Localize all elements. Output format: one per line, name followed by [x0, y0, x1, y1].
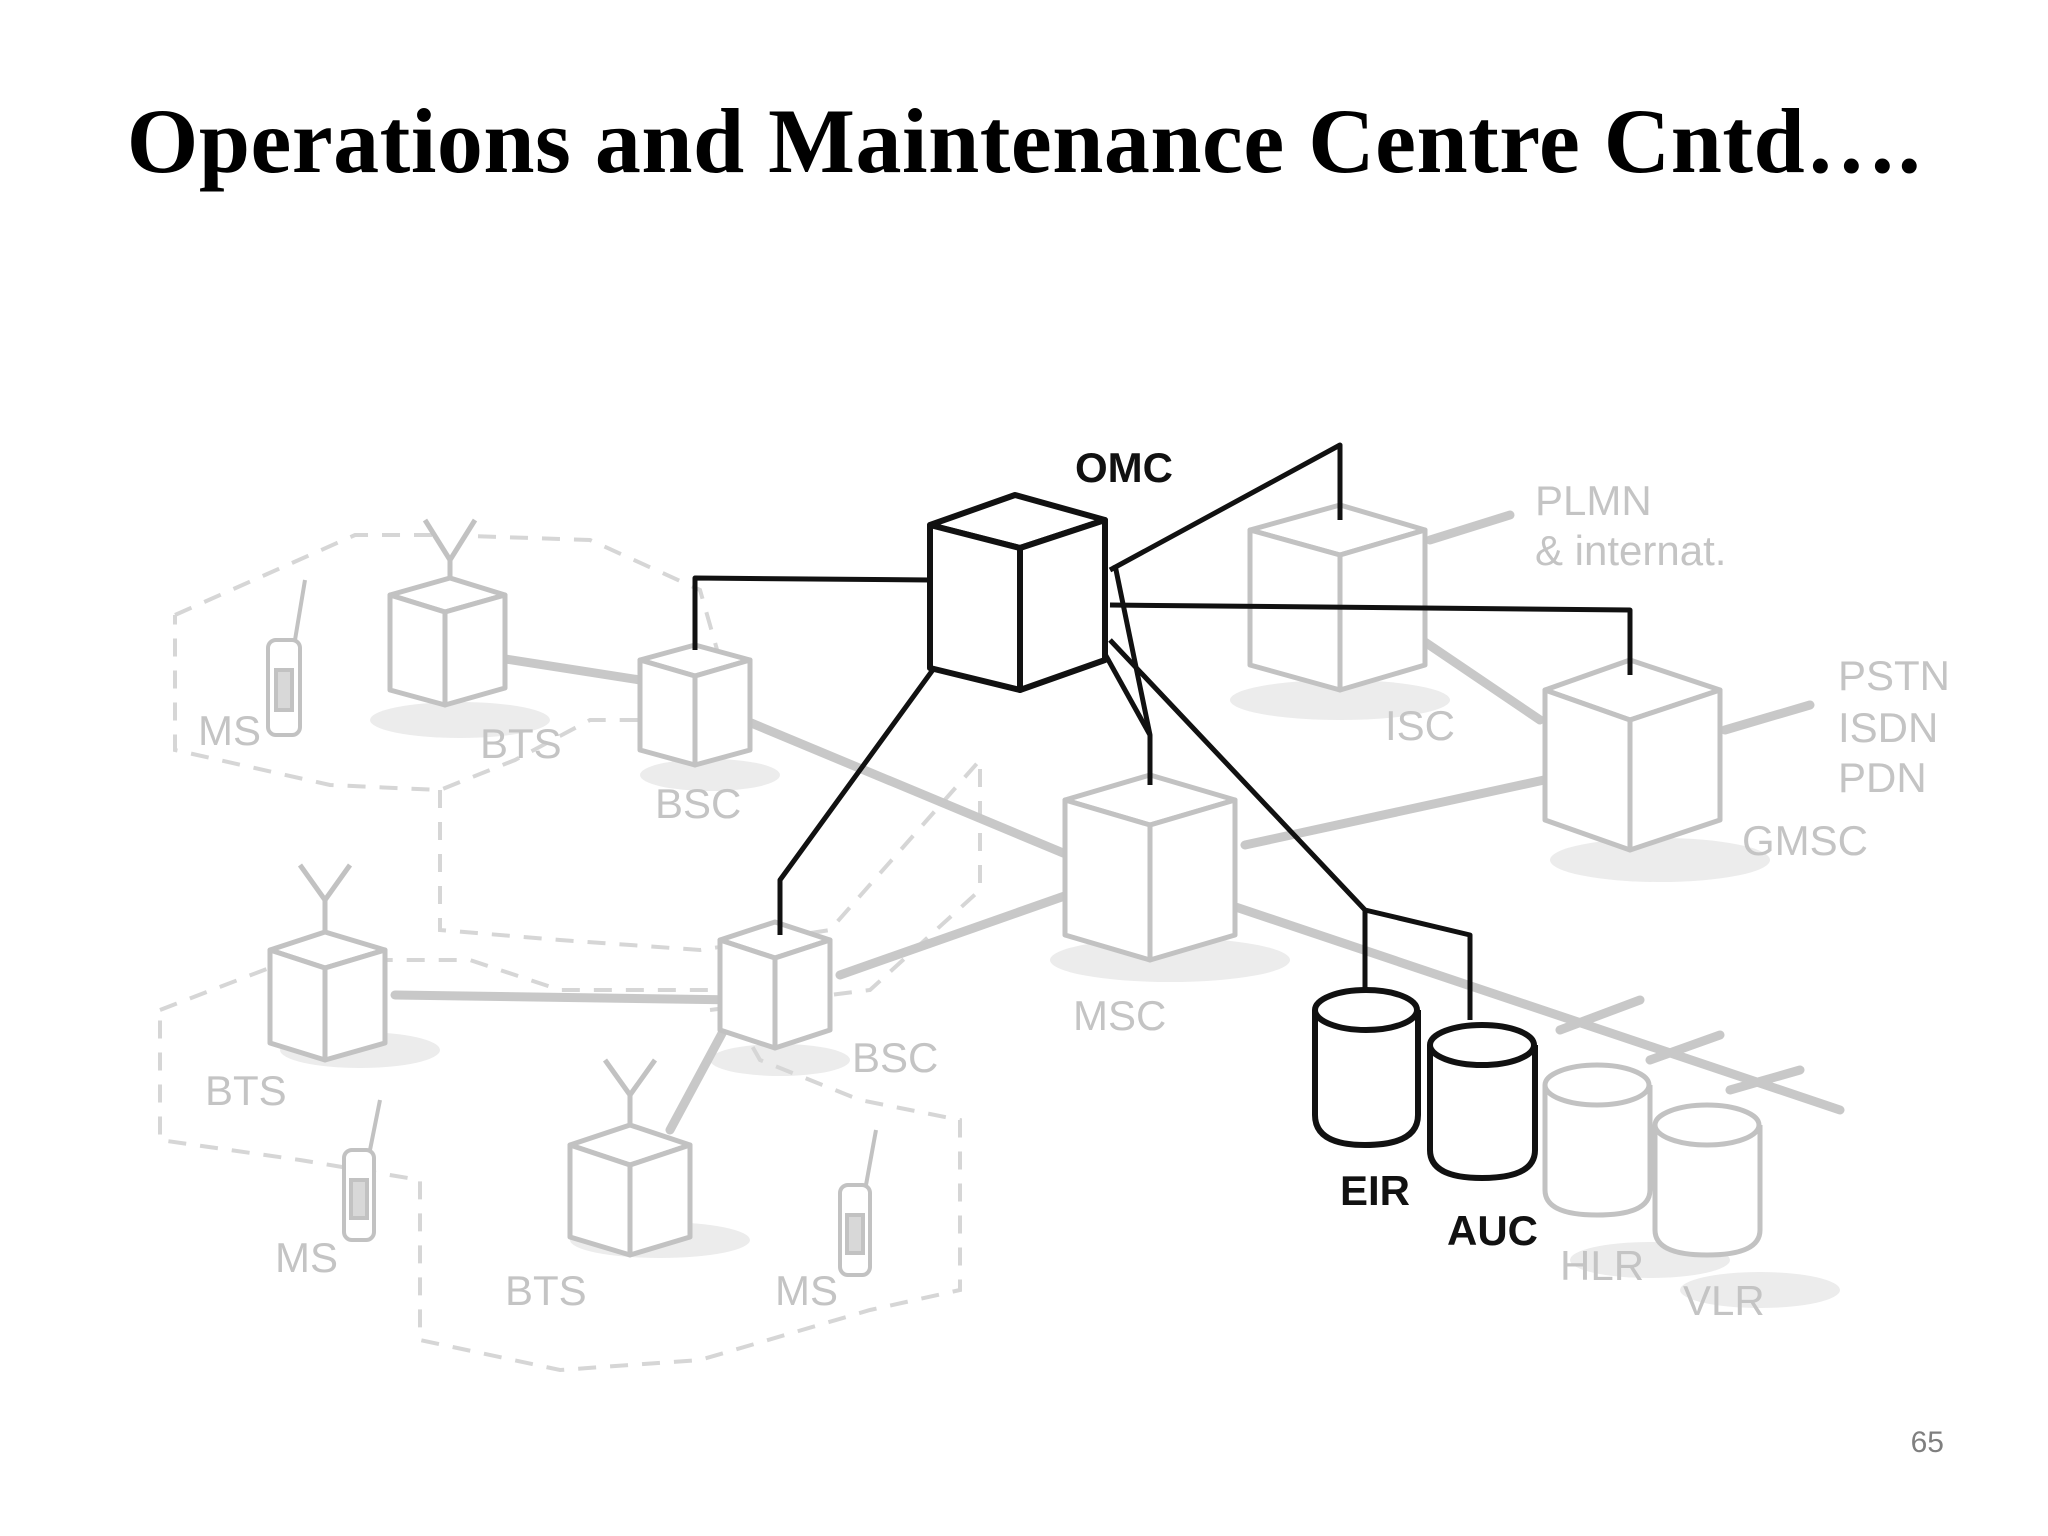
isc-label: ISC: [1385, 702, 1455, 749]
bsc-upper-cube: [637, 642, 753, 768]
hlr-label: HLR: [1560, 1242, 1644, 1289]
omc-label: OMC: [1075, 444, 1173, 491]
bts-left-label: BTS: [205, 1067, 287, 1114]
isdn-label: ISDN: [1838, 704, 1938, 751]
pdn-label: PDN: [1838, 754, 1927, 801]
eir-database: [1312, 987, 1421, 1149]
bts-upper-cube: [387, 518, 508, 708]
bts-lower-cube: [567, 1058, 693, 1258]
mobile-stations: [266, 579, 878, 1277]
pstn-label: PSTN: [1838, 652, 1950, 699]
auc-label: AUC: [1447, 1207, 1538, 1254]
faded-databases: [1542, 1062, 1763, 1258]
bts-left-cube: [267, 863, 388, 1063]
vlr-label: VLR: [1683, 1277, 1765, 1324]
bsc-upper-label: BSC: [655, 780, 741, 827]
isc-cube: [1247, 502, 1428, 693]
bts-lower-label: BTS: [505, 1267, 587, 1314]
hlr-database: [1542, 1062, 1653, 1218]
diagram-labels: OMC PLMN & internat. PSTN ISDN PDN ISC G…: [198, 444, 1950, 1324]
highlight-databases: [1312, 987, 1538, 1182]
page-number: 65: [1910, 1426, 1944, 1459]
ms-lower-right-phone: [838, 1129, 878, 1277]
gmsc-cube: [1542, 657, 1723, 853]
gmsc-label: GMSC: [1742, 817, 1868, 864]
ms-upper-label: MS: [198, 707, 261, 754]
ms-lower-right-label: MS: [775, 1267, 838, 1314]
msc-label: MSC: [1073, 992, 1166, 1039]
plmn-internat-label: & internat.: [1535, 527, 1726, 574]
bsc-lower-cube: [717, 919, 833, 1051]
eir-label: EIR: [1340, 1167, 1410, 1214]
plmn-label: PLMN: [1535, 477, 1652, 524]
ms-lower-left-phone: [342, 1099, 382, 1242]
vlr-database: [1652, 1102, 1763, 1258]
slide-title: Operations and Maintenance Centre Cntd….: [126, 90, 1922, 192]
auc-database: [1427, 1022, 1538, 1182]
bts-upper-label: BTS: [480, 720, 562, 767]
bsc-lower-label: BSC: [852, 1034, 938, 1081]
ms-upper-phone: [266, 579, 307, 737]
omc-cube: [927, 492, 1108, 693]
msc-cube: [1062, 772, 1238, 963]
ms-lower-left-label: MS: [275, 1234, 338, 1281]
